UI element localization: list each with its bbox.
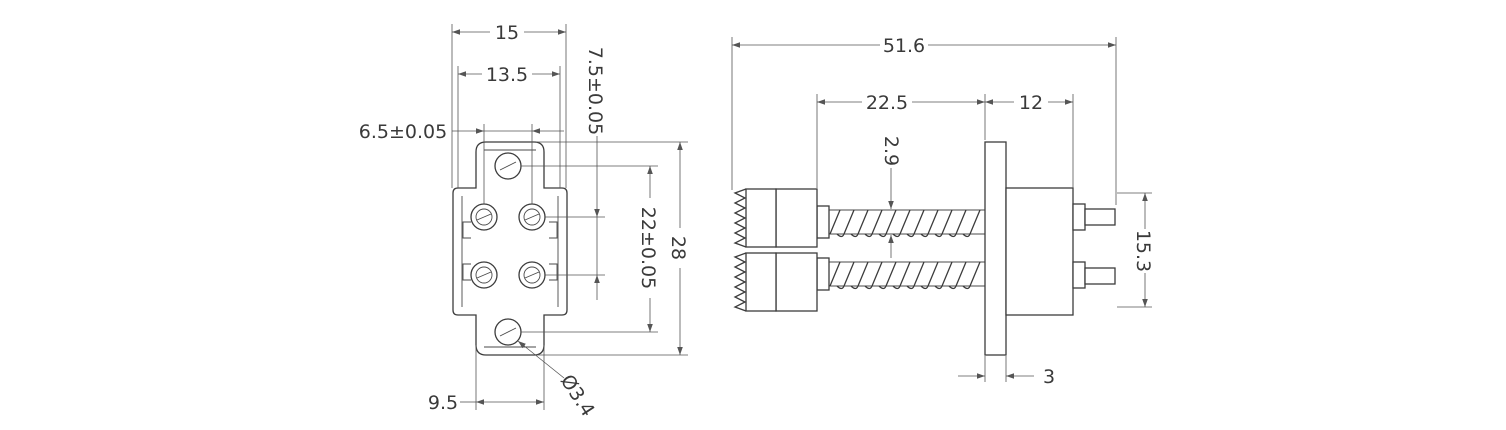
dim-pin-pitch-vertical: 7.5±0.05 bbox=[545, 47, 606, 300]
dim-overall-length: 51.6 bbox=[731, 34, 1117, 205]
dim-pin-pitch-horizontal: 6.5±0.05 bbox=[359, 121, 564, 204]
tail-pin-upper bbox=[1072, 203, 1116, 231]
connector-front-body bbox=[452, 141, 568, 356]
connector-side-body bbox=[984, 141, 1074, 356]
dim-width-outer-label: 15 bbox=[495, 22, 519, 44]
dim-flange-thickness: 3 bbox=[958, 356, 1055, 388]
dim-pin-spacing-label: 15.3 bbox=[1132, 230, 1154, 272]
dim-tail-length-label: 12 bbox=[1019, 92, 1043, 114]
dim-flange-width-label: 9.5 bbox=[428, 392, 458, 414]
dim-width-inner-label: 13.5 bbox=[486, 64, 528, 86]
dim-plunger-length-label: 22.5 bbox=[866, 92, 908, 114]
dim-pin-pitch-horizontal-label: 6.5±0.05 bbox=[359, 121, 447, 143]
side-view: 51.6 22.5 12 2.9 15.3 bbox=[731, 34, 1157, 388]
dim-pin-pitch-vertical-label: 7.5±0.05 bbox=[584, 47, 606, 135]
tail-pin-lower bbox=[1072, 261, 1116, 289]
dim-pin-spacing: 15.3 bbox=[1117, 192, 1157, 308]
dim-plunger-length: 22.5 bbox=[816, 91, 986, 188]
dim-hole-diameter-label: Ø3.4 bbox=[556, 371, 599, 421]
dim-spring-diameter-label: 2.9 bbox=[880, 136, 902, 166]
dim-width-inner: 13.5 bbox=[457, 63, 561, 188]
plunger-lower bbox=[733, 252, 830, 312]
dim-mount-hole-pitch: 22±0.05 bbox=[521, 165, 662, 333]
spring-lower bbox=[825, 261, 985, 290]
plunger-upper bbox=[733, 188, 830, 248]
front-view: 15 13.5 6.5±0.05 7.5±0.05 bbox=[359, 20, 692, 421]
dim-spring-diameter: 2.9 bbox=[880, 136, 902, 258]
dim-flange-thickness-label: 3 bbox=[1043, 366, 1055, 388]
pin-bottom-left bbox=[470, 261, 498, 289]
dim-overall-height-label: 28 bbox=[667, 236, 689, 260]
dim-mount-hole-pitch-label: 22±0.05 bbox=[637, 207, 659, 289]
dim-overall-length-label: 51.6 bbox=[883, 35, 925, 57]
spring-upper bbox=[825, 209, 985, 238]
dim-flange-width: 9.5 bbox=[428, 345, 545, 414]
dim-overall-height: 28 bbox=[536, 141, 692, 356]
dim-width-outer: 15 bbox=[451, 20, 567, 188]
dim-tail-length: 12 bbox=[985, 91, 1074, 188]
